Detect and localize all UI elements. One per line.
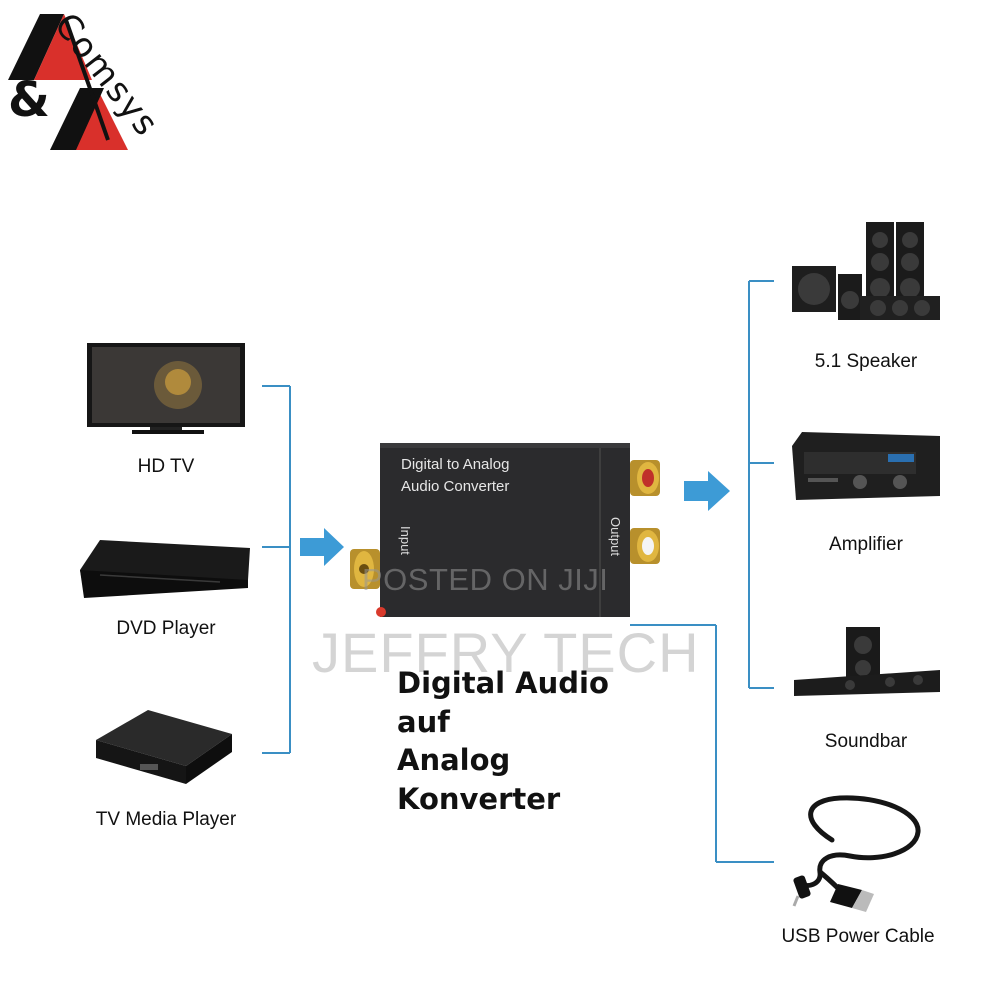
headline-line-1: Digital Audio xyxy=(397,666,609,700)
headline-line-2: auf xyxy=(397,704,450,739)
output-label-soundbar: Soundbar xyxy=(824,731,908,752)
power-led xyxy=(376,607,386,617)
output-arrow-icon xyxy=(684,471,730,511)
media-player-icon xyxy=(96,710,232,784)
amplifier-icon xyxy=(792,432,940,500)
input-connector-lines xyxy=(262,385,291,754)
headline: Digital Audio auf Analog Konverter xyxy=(397,664,609,818)
source-label-dvd-player: DVD Player xyxy=(116,618,216,639)
headline-line-3: Analog xyxy=(397,743,511,777)
speaker-system-icon xyxy=(792,222,940,320)
barrel-plug-icon xyxy=(792,875,811,907)
converter-title-line2: Audio Converter xyxy=(401,478,510,495)
converter-output-label: Output xyxy=(608,517,623,557)
soundbar-icon xyxy=(794,627,940,696)
logo xyxy=(8,14,128,150)
output-connector-lines xyxy=(630,280,774,863)
converter-title: Digital to Analog Audio Converter xyxy=(401,454,509,498)
tv-icon xyxy=(87,343,245,434)
source-label-media-player: TV Media Player xyxy=(95,809,237,830)
converter-input-label: Input xyxy=(398,526,413,555)
logo-ampersand: & xyxy=(8,72,50,128)
source-label-hd-tv: HD TV xyxy=(137,456,195,477)
output-label-speaker: 5.1 Speaker xyxy=(814,351,918,372)
watermark-brand: JEFFRY TECH xyxy=(312,621,700,684)
headline-line-4: Konverter xyxy=(397,781,561,816)
output-label-amplifier: Amplifier xyxy=(829,534,903,555)
logo-text: & Comsys xyxy=(8,6,167,154)
input-arrow-icon xyxy=(300,528,344,566)
output-label-usb-cable: USB Power Cable xyxy=(781,926,935,947)
watermark-posted: POSTED ON JIJI xyxy=(362,562,609,597)
converter-device xyxy=(380,443,630,617)
output-jack-bottom xyxy=(630,528,660,564)
input-jack xyxy=(350,549,380,589)
output-jack-top xyxy=(630,460,660,496)
converter-title-line1: Digital to Analog xyxy=(401,456,510,473)
usb-cable-icon xyxy=(797,795,921,901)
dvd-player-icon xyxy=(80,540,250,598)
usb-plug-icon xyxy=(830,884,874,912)
